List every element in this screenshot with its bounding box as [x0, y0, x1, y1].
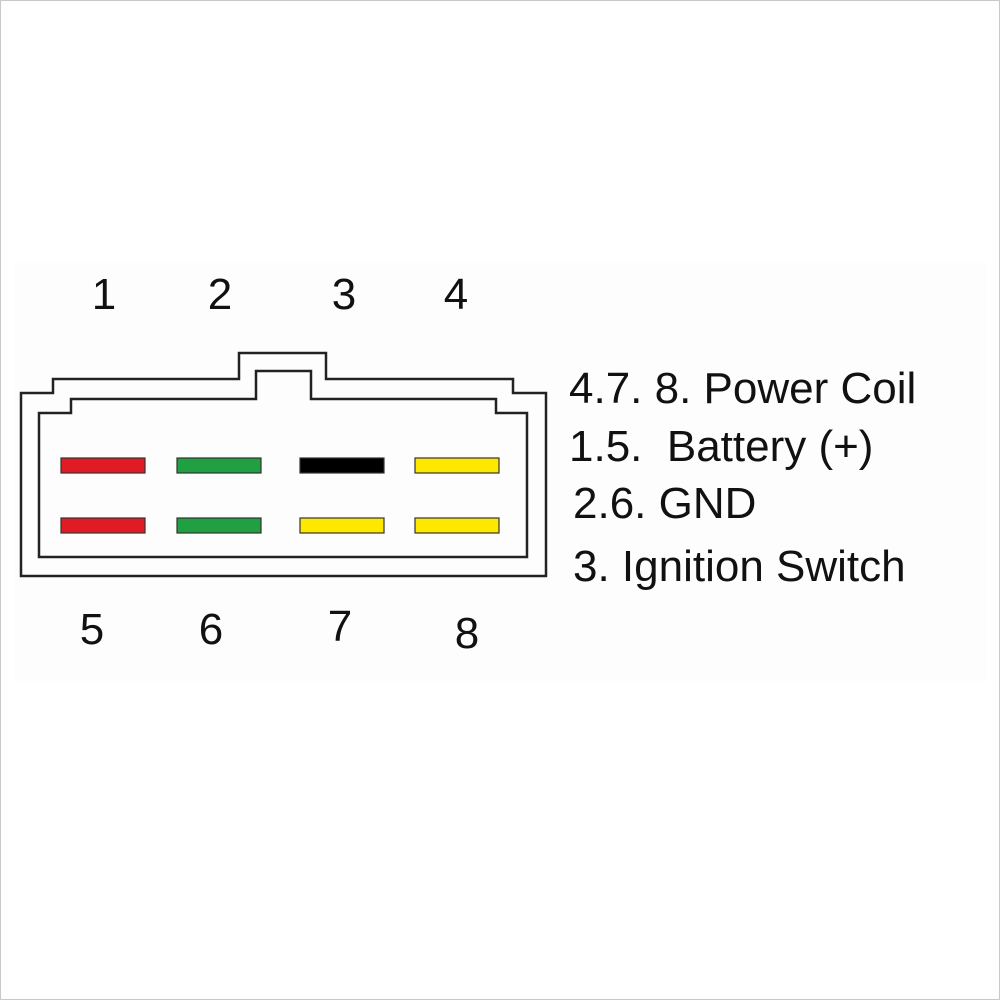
legend-gnd: 2.6. GND	[573, 479, 757, 528]
pin-number-2: 2	[207, 270, 233, 319]
pin-number-4: 4	[443, 270, 469, 319]
pin-number-6: 6	[198, 605, 224, 654]
connector-inner-outline	[37, 369, 529, 559]
pin-number-8: 8	[454, 609, 480, 658]
pin-slot-7	[299, 517, 385, 534]
pin-slot-5	[60, 517, 146, 534]
pin-slot-6	[176, 517, 262, 534]
pin-number-3: 3	[331, 270, 357, 319]
pin-slot-1	[60, 457, 146, 474]
connector-outer-outline	[19, 351, 548, 578]
pin-slot-8	[414, 517, 500, 534]
legend-battery: 1.5. Battery (+)	[569, 422, 874, 471]
legend-power-coil: 4.7. 8. Power Coil	[569, 364, 917, 413]
legend-ignition-switch: 3. Ignition Switch	[573, 542, 906, 591]
pin-number-7: 7	[327, 602, 353, 651]
pin-number-1: 1	[91, 270, 117, 319]
pin-slot-4	[414, 457, 500, 474]
pin-slot-2	[176, 457, 262, 474]
pin-number-5: 5	[79, 605, 105, 654]
pin-slot-3	[299, 457, 385, 474]
